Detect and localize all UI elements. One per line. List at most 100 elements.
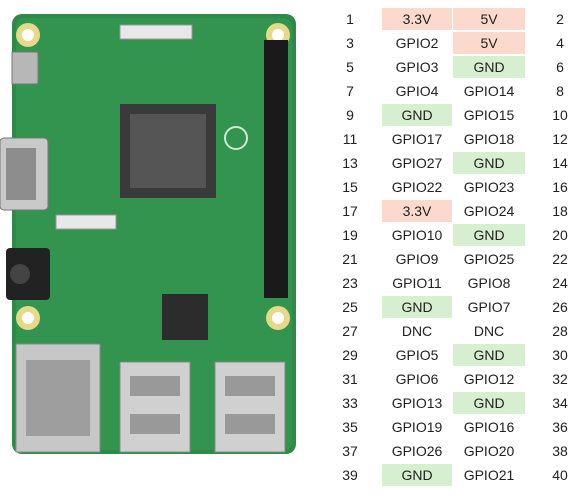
- pin-number-left: 27: [342, 323, 358, 339]
- pin-label-left: DNC: [401, 323, 433, 339]
- pin-row: 15 GPIO22 GPIO23 16: [332, 176, 586, 200]
- pin-number-left: 29: [342, 347, 358, 363]
- pin-row: 33 GPIO13 GND 34: [332, 392, 586, 416]
- pin-label-right: GPIO18: [463, 131, 515, 147]
- ethernet-port: [15, 343, 101, 453]
- pin-label-right: GPIO14: [463, 83, 515, 99]
- pin-label-right: GPIO8: [467, 275, 511, 291]
- audio-jack: [6, 248, 50, 300]
- pin-number-right: 10: [552, 107, 568, 123]
- pin-label-left: GPIO22: [391, 179, 443, 195]
- pin-label-right: GPIO7: [467, 299, 511, 315]
- pin-number-right: 28: [552, 323, 568, 339]
- pin-number-right: 6: [556, 59, 564, 75]
- pin-label-right: GND: [453, 344, 525, 366]
- pin-row: 13 GPIO27 GND 14: [332, 152, 586, 176]
- hdmi-port: [0, 137, 49, 211]
- pin-label-left: GPIO13: [391, 395, 443, 411]
- pin-label-left: GPIO3: [395, 59, 439, 75]
- pin-label-left: GPIO6: [395, 371, 439, 387]
- pin-label-left: GND: [382, 464, 452, 486]
- pin-label-right: GPIO15: [463, 107, 515, 123]
- pin-label-left: GPIO26: [391, 443, 443, 459]
- pin-label-left: GND: [382, 296, 452, 318]
- pin-number-left: 11: [342, 131, 358, 147]
- pin-number-right: 12: [552, 131, 568, 147]
- pin-label-right: GND: [453, 392, 525, 414]
- pin-row: 27 DNC DNC 28: [332, 320, 586, 344]
- pin-number-right: 16: [552, 179, 568, 195]
- pin-number-left: 1: [346, 11, 354, 27]
- pin-label-right: GPIO12: [463, 371, 515, 387]
- mounting-hole: [266, 306, 290, 330]
- pin-label-right: DNC: [473, 323, 505, 339]
- pin-row: 29 GPIO5 GND 30: [332, 344, 586, 368]
- pin-label-left: GPIO9: [395, 251, 439, 267]
- pin-label-right: GPIO23: [463, 179, 515, 195]
- pin-number-left: 39: [342, 467, 358, 483]
- pin-number-left: 5: [346, 59, 354, 75]
- pin-label-left: GPIO17: [391, 131, 443, 147]
- pin-label-left: GPIO27: [391, 155, 443, 171]
- pin-label-right: GPIO21: [463, 467, 515, 483]
- pin-number-right: 14: [552, 155, 568, 171]
- camera-connector: [55, 214, 117, 230]
- raspberry-logo: [224, 126, 248, 150]
- pin-number-left: 31: [342, 371, 358, 387]
- pin-row: 11 GPIO17 GPIO18 12: [332, 128, 586, 152]
- pin-number-right: 24: [552, 275, 568, 291]
- pin-number-right: 32: [552, 371, 568, 387]
- pin-number-left: 33: [342, 395, 358, 411]
- pin-row: 31 GPIO6 GPIO12 32: [332, 368, 586, 392]
- pin-number-left: 37: [342, 443, 358, 459]
- usb-port: [214, 361, 286, 453]
- pin-number-right: 8: [556, 83, 564, 99]
- pin-row: 23 GPIO11 GPIO8 24: [332, 272, 586, 296]
- pin-number-left: 19: [342, 227, 358, 243]
- pin-label-right: GND: [453, 56, 525, 78]
- pin-label-right: GPIO24: [463, 203, 515, 219]
- pin-number-right: 26: [552, 299, 568, 315]
- pin-row: 5 GPIO3 GND 6: [332, 56, 586, 80]
- pin-label-right: GPIO20: [463, 443, 515, 459]
- lan-chip: [162, 294, 208, 340]
- micro-usb-port: [11, 51, 39, 85]
- pin-label-left: 3.3V: [382, 8, 452, 30]
- raspberry-pi-board-image: [0, 14, 296, 454]
- display-connector: [119, 24, 193, 40]
- pin-row: 37 GPIO26 GPIO20 38: [332, 440, 586, 464]
- pin-number-right: 4: [556, 35, 564, 51]
- pin-number-right: 18: [552, 203, 568, 219]
- pin-number-right: 38: [552, 443, 568, 459]
- pin-label-right: GND: [453, 224, 525, 246]
- pin-label-left: GPIO11: [392, 275, 442, 291]
- pin-number-left: 21: [342, 251, 358, 267]
- gpio-header: [264, 40, 288, 298]
- pin-number-left: 3: [346, 35, 354, 51]
- pin-number-right: 34: [552, 395, 568, 411]
- pin-number-left: 23: [342, 275, 358, 291]
- pin-label-right: 5V: [453, 8, 525, 30]
- pin-number-right: 30: [552, 347, 568, 363]
- pin-number-left: 35: [342, 419, 358, 435]
- pin-number-left: 9: [346, 107, 354, 123]
- mounting-hole: [16, 23, 40, 47]
- pin-number-left: 13: [342, 155, 358, 171]
- pin-label-left: GPIO5: [395, 347, 439, 363]
- pin-label-right: GND: [453, 152, 525, 174]
- pin-number-right: 2: [556, 11, 564, 27]
- mounting-hole: [16, 306, 40, 330]
- pin-number-left: 15: [342, 179, 358, 195]
- pin-label-right: 5V: [453, 32, 525, 54]
- pin-label-right: GPIO16: [463, 419, 515, 435]
